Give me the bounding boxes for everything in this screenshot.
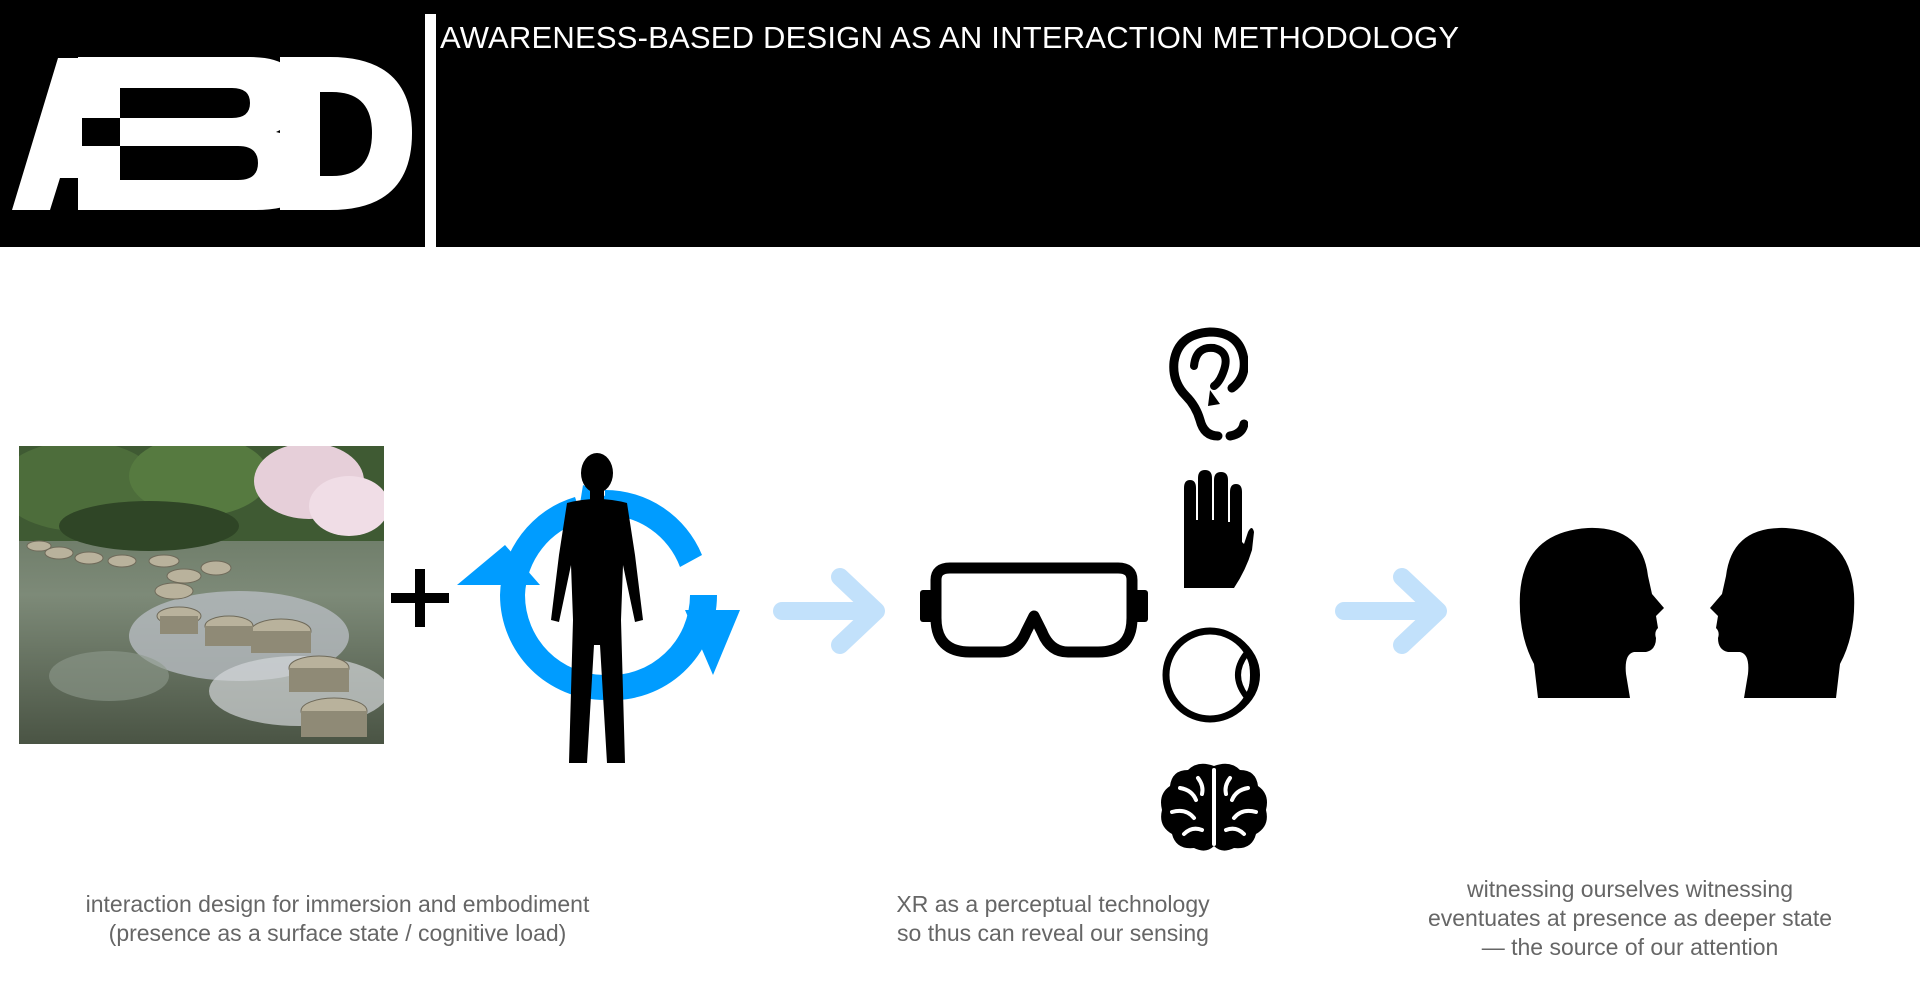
header-divider bbox=[425, 14, 436, 247]
body-cycle-icon bbox=[457, 453, 740, 763]
caption-right-line1: witnessing ourselves witnessing bbox=[1467, 876, 1793, 902]
head-silhouette-left-icon bbox=[1519, 527, 1664, 698]
plus-icon bbox=[391, 569, 449, 627]
caption-right-line3: — the source of our attention bbox=[1481, 934, 1779, 960]
caption-middle-line1: XR as a perceptual technology bbox=[896, 891, 1210, 917]
abd-logo bbox=[0, 0, 425, 247]
caption-left-line1: interaction design for immersion and emb… bbox=[85, 891, 590, 917]
ear-icon bbox=[1169, 327, 1248, 441]
abd-logo-mark bbox=[12, 57, 412, 210]
caption-left: interaction design for immersion and emb… bbox=[60, 890, 615, 948]
arrow-right-icon bbox=[773, 568, 885, 654]
xr-goggles-icon bbox=[920, 562, 1148, 658]
hand-icon bbox=[1184, 470, 1254, 588]
caption-right-line2: eventuates at presence as deeper state bbox=[1427, 905, 1833, 931]
garden-photo bbox=[19, 446, 384, 744]
brain-icon bbox=[1161, 763, 1267, 851]
eye-icon bbox=[1162, 627, 1260, 723]
caption-middle-line2: so thus can reveal our sensing bbox=[897, 920, 1209, 946]
caption-middle: XR as a perceptual technology so thus ca… bbox=[853, 890, 1253, 948]
caption-left-line2: (presence as a surface state / cognitive… bbox=[108, 920, 567, 946]
caption-right: witnessing ourselves witnessing eventuat… bbox=[1390, 875, 1870, 962]
slide-title: AWARENESS-BASED DESIGN AS AN INTERACTION… bbox=[440, 20, 1460, 55]
arrow-right-icon bbox=[1335, 568, 1447, 654]
head-silhouette-right-icon bbox=[1710, 527, 1855, 698]
